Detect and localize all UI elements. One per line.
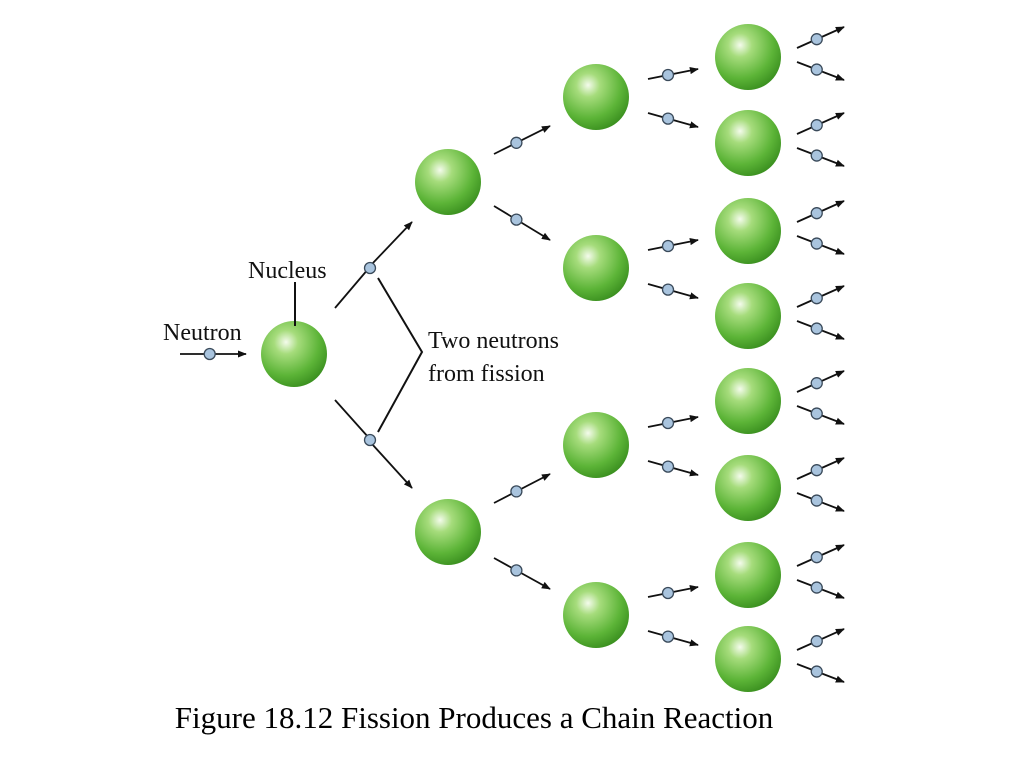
g2b-to-g3c-ball xyxy=(510,485,523,498)
g3-3-up-ball xyxy=(661,416,675,430)
g4-8-up-ball xyxy=(810,635,823,648)
two-neutrons-bracket xyxy=(377,277,424,433)
nucleus-gen4-6 xyxy=(715,455,781,521)
fission1-lower-stem xyxy=(334,399,370,439)
nucleus-gen3-4 xyxy=(563,582,629,648)
nucleus-gen4-8 xyxy=(715,626,781,692)
nucleus-gen4-1 xyxy=(715,24,781,90)
two-neutrons-label-line1: Two neutrons xyxy=(428,328,559,354)
g4-1-up-ball xyxy=(810,33,823,46)
two-neutrons-label-line2: from fission xyxy=(428,361,545,387)
nucleus-gen3-3 xyxy=(563,412,629,478)
g4-3-down-ball xyxy=(810,237,823,250)
neutrons xyxy=(203,33,823,678)
g4-4-down-ball xyxy=(810,322,823,335)
g4-1-down-ball xyxy=(810,63,823,76)
fission1-upper-neutron xyxy=(363,261,377,275)
g2b-to-g3d-arrow xyxy=(493,557,551,590)
g4-5-up-ball xyxy=(810,377,823,390)
g4-7-down-ball xyxy=(810,581,823,594)
g3-2-up-ball xyxy=(661,239,675,253)
figure-caption: Figure 18.12 Fission Produces a Chain Re… xyxy=(174,700,774,735)
fission1-lower-neutron xyxy=(363,433,377,447)
neutron-label: Neutron xyxy=(163,320,242,346)
fission1-upper-arrow xyxy=(371,221,413,265)
g2a-to-g3b-ball xyxy=(510,213,523,226)
g2a-to-g3a-arrow xyxy=(493,125,551,155)
g4-2-up-ball xyxy=(810,119,823,132)
incoming-neutron-ball xyxy=(203,347,216,361)
g4-6-up-ball xyxy=(810,464,823,477)
g3-2-down-ball xyxy=(661,283,675,296)
fission1-upper-stem xyxy=(334,267,370,309)
g2a-to-g3a-ball xyxy=(510,136,523,149)
nucleus-gen4-3 xyxy=(715,198,781,264)
annotation-lines xyxy=(294,277,424,433)
nuclei xyxy=(261,24,781,692)
g3-1-down-ball xyxy=(661,112,675,125)
g4-8-down-ball xyxy=(810,665,823,678)
g2a-to-g3b-arrow xyxy=(493,205,551,241)
nucleus-gen1 xyxy=(261,321,327,387)
nucleus-label: Nucleus xyxy=(248,258,327,284)
g2b-to-g3d-ball xyxy=(510,564,523,577)
g4-2-down-ball xyxy=(810,149,823,162)
g3-1-up-ball xyxy=(661,68,675,82)
g4-5-down-ball xyxy=(810,407,823,420)
nucleus-gen4-2 xyxy=(715,110,781,176)
g4-4-up-ball xyxy=(810,292,823,305)
nucleus-gen2-1 xyxy=(415,149,481,215)
g3-4-down-ball xyxy=(661,630,675,643)
g2b-to-g3c-arrow xyxy=(493,473,551,504)
nucleus-gen4-7 xyxy=(715,542,781,608)
nucleus-gen3-2 xyxy=(563,235,629,301)
nucleus-gen3-1 xyxy=(563,64,629,130)
fission1-lower-arrow xyxy=(371,443,413,489)
g4-3-up-ball xyxy=(810,207,823,220)
nucleus-gen4-5 xyxy=(715,368,781,434)
g3-4-up-ball xyxy=(661,586,675,600)
g3-3-down-ball xyxy=(661,460,675,473)
nucleus-gen4-4 xyxy=(715,283,781,349)
nucleus-gen2-2 xyxy=(415,499,481,565)
g4-7-up-ball xyxy=(810,551,823,564)
g4-6-down-ball xyxy=(810,494,823,507)
